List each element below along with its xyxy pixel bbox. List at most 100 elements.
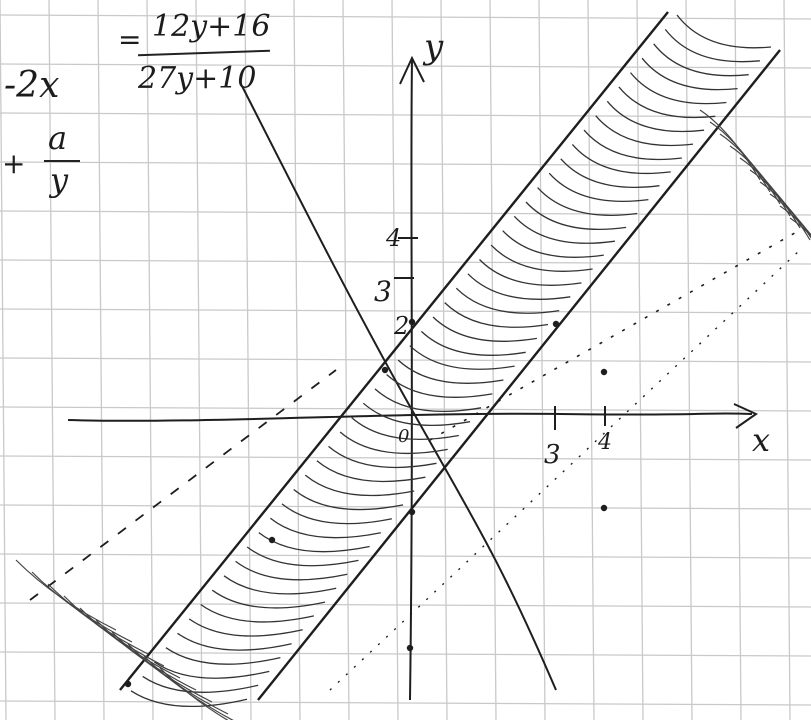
- grid-line-vertical: [685, 0, 693, 720]
- hatch-stroke: [595, 115, 694, 147]
- hatch-stroke: [269, 517, 381, 539]
- y-tick-label-2: 2: [394, 312, 410, 340]
- grid-line-vertical: [783, 0, 791, 720]
- hatch-stroke: [676, 14, 772, 49]
- hatch-stroke: [525, 201, 627, 230]
- band-lower-line: [257, 49, 781, 701]
- grid-line-vertical: [244, 0, 252, 720]
- grid-line-vertical: [97, 0, 105, 720]
- margin-note-fraction-numerator: a: [48, 119, 68, 157]
- grid-line-vertical: [48, 0, 56, 720]
- grid-line-horizontal: [0, 602, 811, 608]
- grid-line-horizontal: [0, 504, 811, 510]
- hatch-stroke: [548, 172, 649, 202]
- hatch-stroke: [211, 589, 326, 609]
- hatch-stroke: [130, 690, 248, 708]
- hatch-stroke: [142, 675, 259, 693]
- hatch-stroke: [455, 287, 560, 314]
- grid-line-vertical: [146, 0, 154, 720]
- grid-line-horizontal: [0, 700, 811, 706]
- hatch-stroke: [444, 302, 549, 328]
- hatch-stroke: [749, 169, 811, 241]
- y-axis-arrow: [399, 55, 425, 85]
- margin-note-minus-2x: -2x: [4, 65, 60, 106]
- hatch-stroke: [397, 359, 504, 384]
- grid-line-horizontal: [0, 14, 811, 20]
- hatch-stroke: [235, 560, 348, 581]
- y-tick-label-4: 4: [386, 224, 402, 252]
- point-dot: [381, 366, 389, 374]
- hatch-stroke: [15, 559, 117, 631]
- hatch-stroke: [47, 583, 149, 655]
- hatch-stroke: [316, 460, 426, 483]
- grid-line-horizontal: [0, 259, 811, 265]
- grid-line-horizontal: [0, 406, 811, 412]
- x-axis: [67, 412, 753, 422]
- hatch-stroke: [537, 187, 638, 216]
- y-axis-label: y: [424, 27, 444, 67]
- hatch-stroke: [664, 29, 760, 63]
- x-axis-arrow: [733, 403, 759, 429]
- point-dot: [268, 536, 276, 544]
- grid-line-horizontal: [0, 455, 811, 461]
- formula-numerator: 12y+16: [152, 9, 271, 44]
- hatch-stroke: [739, 157, 801, 229]
- grid-line-horizontal: [0, 63, 811, 69]
- dashed-outer-line: [29, 369, 337, 601]
- formula-equals: =: [118, 23, 142, 56]
- hatch-stroke: [374, 388, 482, 413]
- hatch-stroke: [513, 215, 615, 244]
- hatch-stroke: [699, 109, 761, 181]
- band-hatching: [130, 14, 772, 708]
- hatch-stroke: [362, 402, 471, 427]
- hatch-stroke: [200, 603, 315, 623]
- x-tick-label-4: 4: [598, 430, 612, 455]
- hatch-stroke: [779, 205, 811, 236]
- hatch-stroke: [188, 618, 303, 637]
- hatch-stroke: [769, 193, 811, 237]
- hatch-stroke: [328, 445, 437, 469]
- hatch-stroke: [304, 474, 415, 497]
- grid-line-vertical: [734, 0, 742, 720]
- hatch-stroke: [719, 133, 781, 205]
- point-dot: [406, 644, 414, 652]
- grid-line-horizontal: [0, 553, 811, 559]
- hatch-stroke: [159, 667, 229, 720]
- hatch-stroke: [479, 259, 582, 286]
- grid-line-vertical: [636, 0, 644, 720]
- hatch-stroke: [606, 100, 705, 133]
- y-axis: [409, 59, 413, 701]
- point-dot: [124, 680, 132, 688]
- grid-line-horizontal: [0, 161, 811, 167]
- hatch-stroke: [409, 345, 515, 370]
- hatch-stroke: [177, 632, 292, 651]
- grid-line-horizontal: [0, 210, 811, 216]
- hatch-stroke: [246, 546, 359, 567]
- hatch-stroke: [490, 244, 593, 272]
- margin-note-fraction-denominator: y: [50, 161, 69, 199]
- hatch-stroke: [467, 273, 571, 300]
- grid-line-horizontal: [0, 308, 811, 314]
- margin-note-plus-sign: +: [2, 147, 26, 180]
- hatch-stroke: [293, 488, 404, 511]
- hatch-stroke: [386, 374, 493, 398]
- hatch-stroke: [571, 143, 671, 175]
- hatch-stroke: [31, 571, 133, 643]
- hatch-stroke: [223, 575, 337, 595]
- hatch-stroke: [583, 129, 682, 161]
- point-dot: [600, 368, 608, 376]
- margin-note-fraction-bar: [44, 160, 80, 162]
- point-dot: [552, 320, 560, 328]
- hatch-stroke: [339, 431, 448, 455]
- hatch-stroke: [629, 72, 727, 105]
- hatch-stroke: [351, 417, 459, 441]
- hatch-stroke: [641, 57, 738, 91]
- hatch-stroke: [618, 86, 716, 119]
- grid-line-vertical: [0, 0, 7, 720]
- point-dot: [600, 504, 608, 512]
- grid-line-vertical: [538, 0, 546, 720]
- hatch-stroke: [709, 121, 771, 193]
